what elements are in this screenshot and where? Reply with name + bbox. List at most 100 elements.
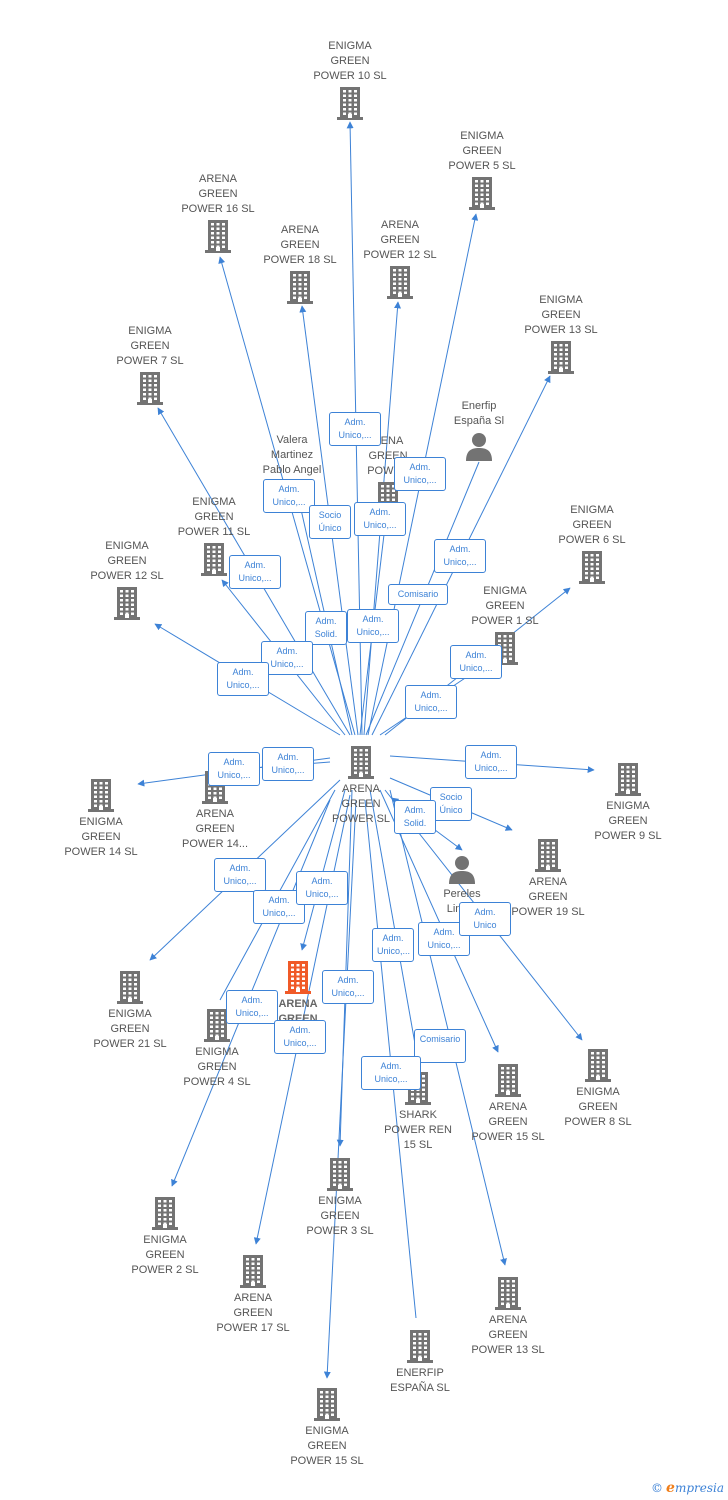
edge-role-label: Adm. Unico,... xyxy=(208,752,260,786)
relation-edge xyxy=(323,799,357,1379)
node-label: ENIGMA GREEN POWER 9 SL xyxy=(594,800,662,842)
node-label: ARENA GREEN POWER 12 SL xyxy=(363,219,437,261)
entity-node[interactable]: ARENA GREEN POWER 18 SL xyxy=(245,223,355,304)
node-label: ENIGMA GREEN POWER 8 SL xyxy=(564,1086,632,1128)
edge-role-label: Adm. Unico,... xyxy=(361,1056,421,1090)
building-icon xyxy=(506,340,616,374)
node-label: ENIGMA GREEN POWER 7 SL xyxy=(116,325,184,367)
entity-node[interactable]: ENIGMA GREEN POWER 6 SL xyxy=(537,503,647,584)
node-label: ENIGMA GREEN POWER 3 SL xyxy=(306,1195,374,1237)
entity-node[interactable]: ENIGMA GREEN POWER 2 SL xyxy=(110,1196,220,1278)
node-label: ARENA GREEN POWER 18 SL xyxy=(263,224,337,266)
center-company-node[interactable]: ARENA GREEN POWER SL xyxy=(306,745,416,827)
node-label: ARENA GREEN POWER 13 SL xyxy=(471,1314,545,1356)
entity-node[interactable]: ENERFIP ESPAÑA SL xyxy=(365,1329,475,1396)
entity-node[interactable]: ENIGMA GREEN POWER 9 SL xyxy=(573,762,683,844)
node-label: ARENA GREEN POWER 15 SL xyxy=(471,1101,545,1143)
building-icon xyxy=(75,970,185,1004)
building-icon xyxy=(493,838,603,872)
relation-edge xyxy=(389,789,507,1266)
edge-role-label: Adm. Unico,... xyxy=(450,645,502,679)
building-icon xyxy=(46,778,156,812)
entity-node[interactable]: ENIGMA GREEN POWER 13 SL xyxy=(506,293,616,374)
node-label: Enerfip España Sl xyxy=(453,400,505,427)
building-icon xyxy=(453,1276,563,1310)
copyright-symbol: © xyxy=(651,1481,664,1495)
edge-role-label: Adm. Unico,... xyxy=(354,502,406,536)
node-label: ENIGMA GREEN POWER 5 SL xyxy=(448,130,516,172)
node-label: ENIGMA GREEN POWER 2 SL xyxy=(131,1234,199,1276)
edge-role-label: Comisario xyxy=(414,1029,466,1063)
entity-node[interactable]: ENIGMA GREEN POWER 14 SL xyxy=(46,778,156,860)
building-icon xyxy=(573,762,683,796)
entity-node[interactable]: ENIGMA GREEN POWER 7 SL xyxy=(95,324,205,405)
building-icon xyxy=(306,745,416,779)
node-label: ENIGMA GREEN POWER 10 SL xyxy=(313,40,387,82)
edge-role-label: Adm. Unico,... xyxy=(322,970,374,1004)
entity-node[interactable]: ENIGMA GREEN POWER 10 SL xyxy=(295,39,405,120)
edge-role-label: Adm. Unico,... xyxy=(296,871,348,905)
node-label: ENIGMA GREEN POWER 15 SL xyxy=(290,1425,364,1467)
building-icon xyxy=(427,176,537,210)
entity-node[interactable]: ENIGMA GREEN POWER 12 SL xyxy=(72,539,182,620)
entity-node[interactable]: ARENA GREEN POWER 13 SL xyxy=(453,1276,563,1358)
entity-node[interactable]: ENIGMA GREEN POWER 21 SL xyxy=(75,970,185,1052)
entity-node[interactable]: ENIGMA GREEN POWER 4 SL xyxy=(162,1008,272,1090)
edge-role-label: Adm. Unico,... xyxy=(229,555,281,589)
node-label: ENIGMA GREEN POWER 11 SL xyxy=(177,496,251,538)
node-label: ENIGMA GREEN POWER 12 SL xyxy=(90,540,164,582)
node-label: ARENA GREEN POWER 19 SL xyxy=(511,876,585,918)
edge-role-label: Adm. Unico,... xyxy=(347,609,399,643)
edge-role-label: Adm. Solid. xyxy=(394,800,436,834)
building-icon xyxy=(345,265,455,299)
building-icon xyxy=(159,542,269,576)
entity-node[interactable]: ENIGMA GREEN POWER 5 SL xyxy=(427,129,537,210)
node-label: ENIGMA GREEN POWER 21 SL xyxy=(93,1008,167,1050)
entity-node[interactable]: ARENA GREEN POWER 12 SL xyxy=(345,218,455,299)
person-icon xyxy=(407,854,517,884)
entity-node[interactable]: ENIGMA GREEN POWER 11 SL xyxy=(159,495,269,576)
brand-initial: e xyxy=(666,1480,675,1496)
node-label: ARENA GREEN POWER 14... xyxy=(181,808,249,850)
building-icon xyxy=(72,586,182,620)
building-icon xyxy=(365,1329,475,1363)
entity-node[interactable]: ARENA GREEN POWER 17 SL xyxy=(198,1254,308,1336)
edge-role-label: Adm. Unico,... xyxy=(214,858,266,892)
edge-role-label: Adm. Unico,... xyxy=(226,990,278,1024)
edge-role-label: Adm. Unico,... xyxy=(465,745,517,779)
building-icon xyxy=(453,1063,563,1097)
entity-node[interactable]: ARENA GREEN POWER 16 SL xyxy=(163,172,273,253)
entity-node[interactable]: ENIGMA GREEN POWER 8 SL xyxy=(543,1048,653,1130)
building-icon xyxy=(295,86,405,120)
building-icon xyxy=(162,1008,272,1042)
relation-edge xyxy=(300,789,346,951)
edge-role-label: Adm. Unico,... xyxy=(217,662,269,696)
entity-node[interactable]: ARENA GREEN POWER 19 SL xyxy=(493,838,603,920)
node-label: ARENA GREEN POWER 16 SL xyxy=(181,173,255,215)
edge-role-label: Adm. Unico,... xyxy=(405,685,457,719)
entity-node[interactable]: ENIGMA GREEN POWER 3 SL xyxy=(285,1157,395,1239)
building-icon xyxy=(198,1254,308,1288)
brand-footer: ©empresia xyxy=(651,1480,724,1496)
node-label: ENIGMA GREEN POWER 6 SL xyxy=(558,504,626,546)
building-icon xyxy=(243,960,353,994)
entity-node[interactable]: Enerfip España Sl xyxy=(424,399,534,461)
entity-node[interactable]: ARENA GREEN POWER 15 SL xyxy=(453,1063,563,1145)
entity-node[interactable]: ENIGMA GREEN POWER 15 SL xyxy=(272,1387,382,1469)
node-label: ARENA GREEN POWER 17 SL xyxy=(216,1292,290,1334)
node-label: ENERFIP ESPAÑA SL xyxy=(390,1367,450,1394)
edge-role-label: Adm. Unico,... xyxy=(329,412,381,446)
building-icon xyxy=(272,1387,382,1421)
node-label: ENIGMA GREEN POWER 4 SL xyxy=(183,1046,251,1088)
building-icon xyxy=(245,270,355,304)
building-icon xyxy=(95,371,205,405)
building-icon xyxy=(163,219,273,253)
building-icon xyxy=(285,1157,395,1191)
edge-role-label: Adm. Unico,... xyxy=(394,457,446,491)
edge-role-label: Adm. Unico,... xyxy=(262,747,314,781)
brand-name: mpresia xyxy=(674,1481,724,1495)
edge-role-label: Comisario xyxy=(388,584,448,605)
edge-role-label: Adm. Unico xyxy=(459,902,511,936)
person-icon xyxy=(424,431,534,461)
